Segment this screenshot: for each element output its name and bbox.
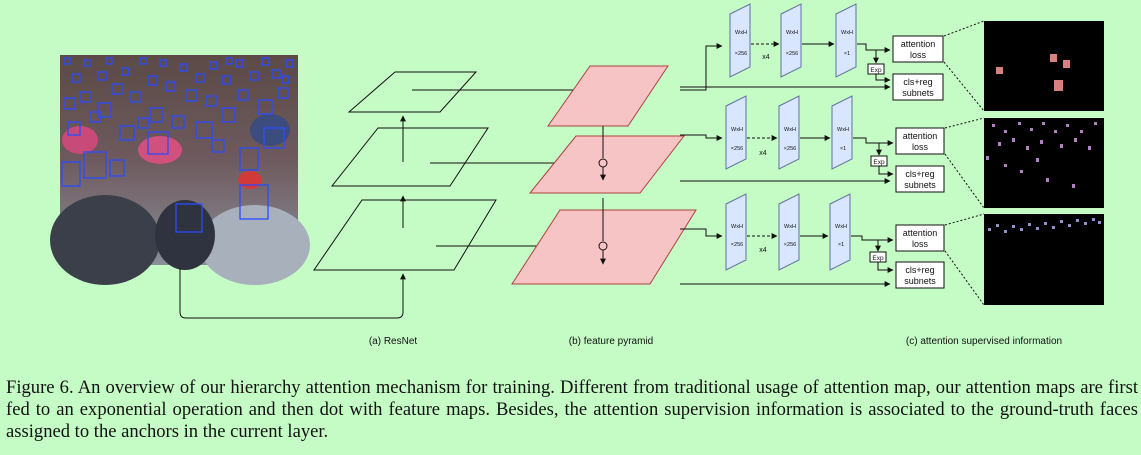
block-dims: WxH bbox=[731, 224, 743, 230]
block-channels: ×1 bbox=[840, 146, 846, 152]
exp-label: Exp bbox=[873, 159, 885, 166]
attention-info-label: (c) attention supervised information bbox=[906, 336, 1062, 347]
attention-loss-label: loss bbox=[912, 239, 929, 249]
repeat-label: x4 bbox=[759, 150, 767, 157]
block-channels: ×256 bbox=[731, 146, 743, 152]
block-dims: WxH bbox=[835, 224, 847, 230]
block-dims: WxH bbox=[784, 127, 796, 133]
architecture-figure: WxH ×256 WxH ×256 WxH ×1 x4 attention lo… bbox=[50, 3, 1104, 347]
subnet-label: cls+reg bbox=[905, 265, 934, 275]
block-dims: WxH bbox=[786, 30, 798, 36]
head-row-bottom: WxH ×256 WxH ×256 WxH ×1 x4 attention lo… bbox=[725, 193, 945, 289]
resnet-planes bbox=[313, 71, 497, 271]
block-channels: ×256 bbox=[784, 242, 796, 248]
repeat-label: x4 bbox=[759, 247, 767, 254]
subnet-label: subnets bbox=[902, 88, 934, 98]
block-dims: WxH bbox=[841, 30, 853, 36]
crowd-photo bbox=[50, 55, 310, 285]
repeat-label: x4 bbox=[762, 54, 770, 61]
pyramid-label: (b) feature pyramid bbox=[569, 336, 653, 347]
head-row-top: WxH ×256 WxH ×256 WxH ×1 x4 attention lo… bbox=[729, 3, 944, 101]
map-connectors bbox=[943, 20, 985, 306]
attention-loss-label: attention bbox=[903, 131, 938, 141]
pyramid-output-arrows bbox=[680, 43, 891, 287]
block-channels: ×256 bbox=[731, 242, 743, 248]
block-dims: WxH bbox=[837, 127, 849, 133]
block-dims: WxH bbox=[735, 30, 747, 36]
block-channels: ×256 bbox=[786, 51, 798, 57]
head-row-middle: WxH ×256 WxH ×256 WxH ×1 x4 attention lo… bbox=[725, 95, 945, 193]
block-channels: ×1 bbox=[838, 242, 844, 248]
subnet-label: subnets bbox=[904, 276, 936, 286]
resnet-arrows bbox=[179, 115, 406, 319]
subnet-label: cls+reg bbox=[905, 169, 934, 179]
block-dims: WxH bbox=[731, 127, 743, 133]
subnet-label: subnets bbox=[904, 180, 936, 190]
attention-maps bbox=[984, 21, 1104, 305]
attention-loss-label: attention bbox=[903, 228, 938, 238]
block-channels: ×256 bbox=[735, 51, 747, 57]
attention-loss-label: loss bbox=[910, 50, 927, 60]
exp-label: Exp bbox=[870, 67, 882, 74]
exp-label: Exp bbox=[872, 255, 884, 262]
block-dims: WxH bbox=[784, 224, 796, 230]
subnet-label: cls+reg bbox=[903, 77, 932, 87]
resnet-label: (a) ResNet bbox=[369, 336, 418, 347]
feature-pyramid-planes bbox=[511, 65, 697, 285]
attention-loss-label: attention bbox=[901, 39, 936, 49]
figure-caption: Figure 6. An overview of our hierarchy a… bbox=[6, 377, 1138, 442]
block-channels: ×256 bbox=[784, 146, 796, 152]
attention-loss-label: loss bbox=[912, 142, 929, 152]
top-down-arrows bbox=[598, 126, 608, 265]
block-channels: ×1 bbox=[844, 51, 850, 57]
